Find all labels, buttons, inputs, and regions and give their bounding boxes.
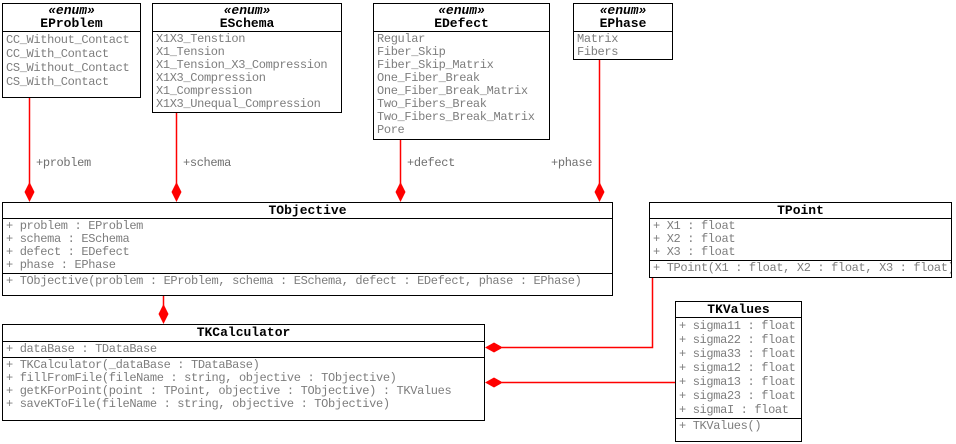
enum-title: EDefect [434,16,489,31]
enum-stereotype: «enum» [223,3,271,18]
enum-header: «enum» EPhase [574,4,672,32]
attribute-row: + sigma11 : float [679,319,796,333]
enum-box-eschema[interactable]: «enum» ESchema X1X3_Tenstion X1_Tension … [152,3,342,113]
enum-literals: X1X3_Tenstion X1_Tension X1_Tension_X3_C… [153,32,341,112]
method-row: + TObjective(problem : EProblem, schema … [6,275,582,288]
enum-literal-row: Fiber_Skip [377,46,446,59]
enum-literal-row: One_Fiber_Break [377,72,480,85]
class-header: TKCalculator [3,325,484,342]
composition-diamond-icon [594,182,605,202]
class-box-tpoint[interactable]: TPoint + X1 : float + X2 : float + X3 : … [649,202,952,278]
method-row: + TKValues() [679,420,762,433]
attributes-compartment: + problem : EProblem + schema : ESchema … [3,219,612,274]
attribute-row: + phase : EPhase [6,259,116,272]
enum-stereotype: «enum» [438,3,485,18]
composition-diamond-icon [485,377,503,388]
association-label-defect: +defect [407,156,455,170]
attributes-compartment: + dataBase : TDataBase [3,342,484,358]
enum-literal-row: X1X3_Compression [156,72,266,85]
attribute-row: + dataBase : TDataBase [6,343,157,356]
method-row: + fillFromFile(fileName : string, object… [6,372,397,385]
enum-stereotype: «enum» [599,3,647,18]
enum-literal-row: X1X3_Unequal_Compression [156,98,321,111]
enum-title: EPhase [599,16,647,31]
composition-diamond-icon [395,182,406,202]
enum-literal-row: Fibers [577,46,619,59]
attributes-compartment: + sigma11 : float + sigma22 : float + si… [676,318,801,419]
class-box-tkvalues[interactable]: TKValues + sigma11 : float + sigma22 : f… [675,301,802,442]
class-title: TKValues [707,302,770,317]
association-label-phase: +phase [551,156,593,170]
enum-literal-row: Fiber_Skip_Matrix [377,59,494,72]
enum-literal-row: X1X3_Tenstion [156,33,246,46]
enum-stereotype: «enum» [48,3,95,18]
enum-literal-row: Regular [377,33,425,46]
enum-literal-row: CS_With_Contact [6,75,109,89]
composition-diamond-icon [24,182,35,202]
method-row: + TPoint(X1 : float, X2 : float, X3 : fl… [653,262,951,275]
class-header: TPoint [650,203,951,219]
attribute-row: + X2 : float [653,233,736,246]
class-box-tobjective[interactable]: TObjective + problem : EProblem + schema… [2,202,613,296]
enum-literal-row: X1_Tension_X3_Compression [156,59,328,72]
composition-diamond-icon [158,304,169,324]
class-header: TKValues [676,302,801,318]
enum-box-eproblem[interactable]: «enum» EProblem CC_Without_Contact CC_Wi… [2,3,141,98]
attribute-row: + X3 : float [653,246,736,259]
enum-header: «enum» EProblem [3,4,140,32]
enum-box-ephase[interactable]: «enum» EPhase Matrix Fibers [573,3,673,60]
class-title: TObjective [268,203,347,218]
class-title: TPoint [777,203,824,218]
attribute-row: + sigma22 : float [679,333,796,347]
enum-literal-row: Two_Fibers_Break_Matrix [377,111,535,124]
enum-literal-row: One_Fiber_Break_Matrix [377,85,528,98]
attribute-row: + X1 : float [653,220,736,233]
attribute-row: + schema : ESchema [6,233,130,246]
class-box-tkcalculator[interactable]: TKCalculator + dataBase : TDataBase + TK… [2,324,485,421]
attribute-row: + sigma13 : float [679,375,796,389]
enum-literals: Regular Fiber_Skip Fiber_Skip_Matrix One… [374,32,549,138]
association-label-schema: +schema [183,156,231,170]
method-row: + getKForPoint(point : TPoint, objective… [6,385,452,398]
attributes-compartment: + X1 : float + X2 : float + X3 : float [650,219,951,261]
methods-compartment: + TObjective(problem : EProblem, schema … [3,274,612,295]
enum-literals: CC_Without_Contact CC_With_Contact CS_Wi… [3,32,140,90]
methods-compartment: + TKValues() [676,419,801,441]
attribute-row: + sigmaI : float [679,403,789,417]
enum-literal-row: CC_Without_Contact [6,33,130,47]
method-row: + saveKToFile(fileName : string, objecti… [6,398,390,411]
class-title: TKCalculator [196,325,291,340]
attribute-row: + sigma12 : float [679,361,796,375]
enum-literal-row: X1_Compression [156,85,252,98]
enum-header: «enum» ESchema [153,4,341,32]
enum-header: «enum» EDefect [374,4,549,32]
enum-box-edefect[interactable]: «enum» EDefect Regular Fiber_Skip Fiber_… [373,3,550,140]
composition-diamond-icon [485,342,503,353]
enum-literal-row: CS_Without_Contact [6,61,130,75]
method-row: + TKCalculator(_dataBase : TDataBase) [6,359,260,372]
attribute-row: + sigma23 : float [679,389,796,403]
composition-diamond-icon [171,182,182,202]
attribute-row: + defect : EDefect [6,246,130,259]
methods-compartment: + TPoint(X1 : float, X2 : float, X3 : fl… [650,261,951,277]
enum-literal-row: CC_With_Contact [6,47,109,61]
enum-literal-row: X1_Tension [156,46,225,59]
enum-title: ESchema [219,16,275,31]
class-header: TObjective [3,203,612,219]
attribute-row: + problem : EProblem [6,220,144,233]
enum-title: EProblem [40,16,103,31]
enum-literal-row: Pore [377,124,405,137]
methods-compartment: + TKCalculator(_dataBase : TDataBase) + … [3,358,484,420]
association-label-problem: +problem [36,156,91,170]
enum-literals: Matrix Fibers [574,32,672,60]
enum-literal-row: Matrix [577,33,619,46]
attribute-row: + sigma33 : float [679,347,796,361]
enum-literal-row: Two_Fibers_Break [377,98,487,111]
